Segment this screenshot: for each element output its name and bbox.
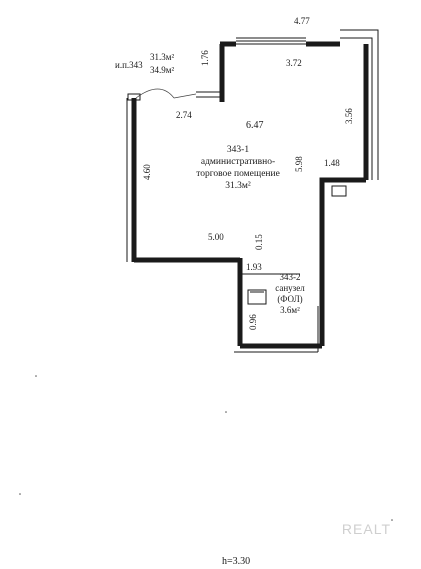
room-2-line2: (ФОЛ) xyxy=(277,294,302,304)
dim-step-width: 1.48 xyxy=(324,158,340,168)
dim-wing-height: 1.76 xyxy=(200,50,210,66)
scan-specks xyxy=(19,375,393,521)
outer-walls xyxy=(126,29,379,353)
room-1-line1: административно- xyxy=(201,157,275,167)
room-1-id: 343-1 xyxy=(227,145,249,155)
dim-small-offset: 0.15 xyxy=(254,234,264,250)
room-1-area: 31.3м² xyxy=(225,181,251,191)
dim-left-height: 4.60 xyxy=(142,164,152,180)
dim-inner-height: 5.98 xyxy=(294,156,304,172)
room-1-line2: торговое помещение xyxy=(196,169,280,179)
unit-area-total: 34.9м² xyxy=(150,65,174,75)
dim-top-inner: 3.72 xyxy=(286,58,302,68)
door-leaf xyxy=(127,93,141,101)
dim-right-upper: 3.56 xyxy=(344,108,354,124)
dim-top-outer: 4.77 xyxy=(294,16,310,26)
ceiling-height: h=3.30 xyxy=(222,556,251,567)
door-swing xyxy=(135,88,197,99)
watermark: REALT xyxy=(341,521,391,537)
wc-bottom-outer xyxy=(234,306,319,353)
dim-wc-depth: 0.96 xyxy=(248,314,258,330)
room-2-line1: санузел xyxy=(275,283,305,293)
room-2-id: 343-2 xyxy=(280,272,301,282)
entry-opening xyxy=(196,91,222,98)
dim-bottom-width: 5.00 xyxy=(208,232,224,242)
room-2-area: 3.6м² xyxy=(280,305,300,315)
step-box xyxy=(331,185,347,197)
dim-wc-width: 1.93 xyxy=(246,262,262,272)
dim-entry-width: 2.74 xyxy=(176,110,192,120)
wc-fixture xyxy=(247,289,267,305)
unit-area-main: 31.3м² xyxy=(150,52,174,62)
wing-corner-outer xyxy=(340,29,379,180)
unit-code: и.п.343 xyxy=(115,60,143,70)
wing-top-window xyxy=(236,37,306,45)
step-wall xyxy=(319,177,366,346)
dim-hall-width: 6.47 xyxy=(246,120,264,131)
